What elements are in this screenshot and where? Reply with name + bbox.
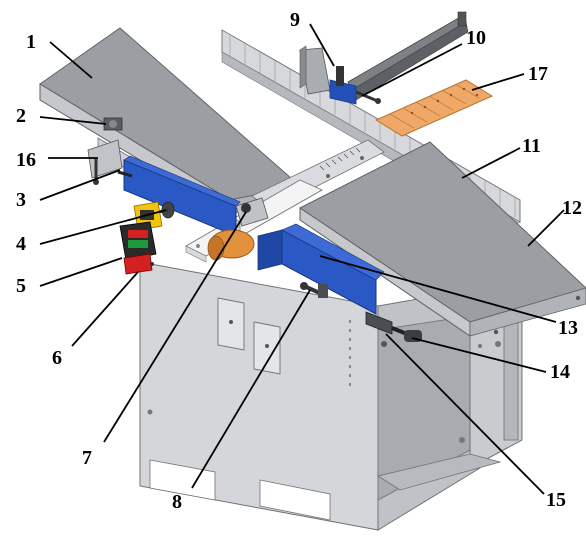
table-adjusters — [87, 117, 133, 185]
callout-15: 15 — [546, 489, 566, 511]
callout-2: 2 — [16, 105, 26, 127]
callout-5: 5 — [16, 275, 26, 297]
leader-3 — [39, 169, 121, 201]
leader-9 — [309, 23, 335, 67]
leader-4 — [39, 209, 167, 245]
callout-labels: 1 2 3 4 5 6 7 8 9 10 11 12 13 14 15 16 1… — [16, 9, 582, 513]
leader-14 — [411, 337, 547, 373]
callout-4: 4 — [16, 233, 26, 255]
leader-12 — [527, 209, 565, 247]
callout-1: 1 — [26, 31, 36, 53]
callout-9: 9 — [290, 9, 300, 31]
leader-13 — [319, 255, 557, 323]
callout-11: 11 — [522, 135, 541, 157]
machine-frame — [139, 261, 523, 531]
cutter-blades — [374, 79, 494, 137]
callout-10: 10 — [466, 27, 486, 49]
callout-14: 14 — [550, 361, 570, 383]
leader-lines — [39, 23, 565, 495]
outfeed-table — [299, 141, 586, 337]
leader-2 — [39, 116, 107, 125]
callout-12: 12 — [562, 197, 582, 219]
leader-17 — [471, 73, 525, 91]
leader-15 — [385, 333, 545, 495]
guard-bracket — [149, 197, 269, 227]
depth-handle — [300, 282, 328, 298]
callout-17: 17 — [528, 63, 548, 85]
leader-1 — [49, 41, 93, 79]
leader-6 — [71, 271, 139, 347]
leader-5 — [39, 257, 123, 287]
callout-6: 6 — [52, 347, 62, 369]
callout-16: 16 — [16, 149, 36, 171]
fence-support-arm — [299, 11, 469, 105]
leader-10 — [361, 43, 463, 97]
callout-7: 7 — [82, 447, 92, 469]
leader-8 — [191, 289, 311, 489]
leader-11 — [461, 147, 521, 179]
callout-8: 8 — [172, 491, 182, 513]
callout-3: 3 — [16, 189, 26, 211]
leader-7 — [103, 211, 247, 443]
callout-13: 13 — [558, 317, 578, 339]
